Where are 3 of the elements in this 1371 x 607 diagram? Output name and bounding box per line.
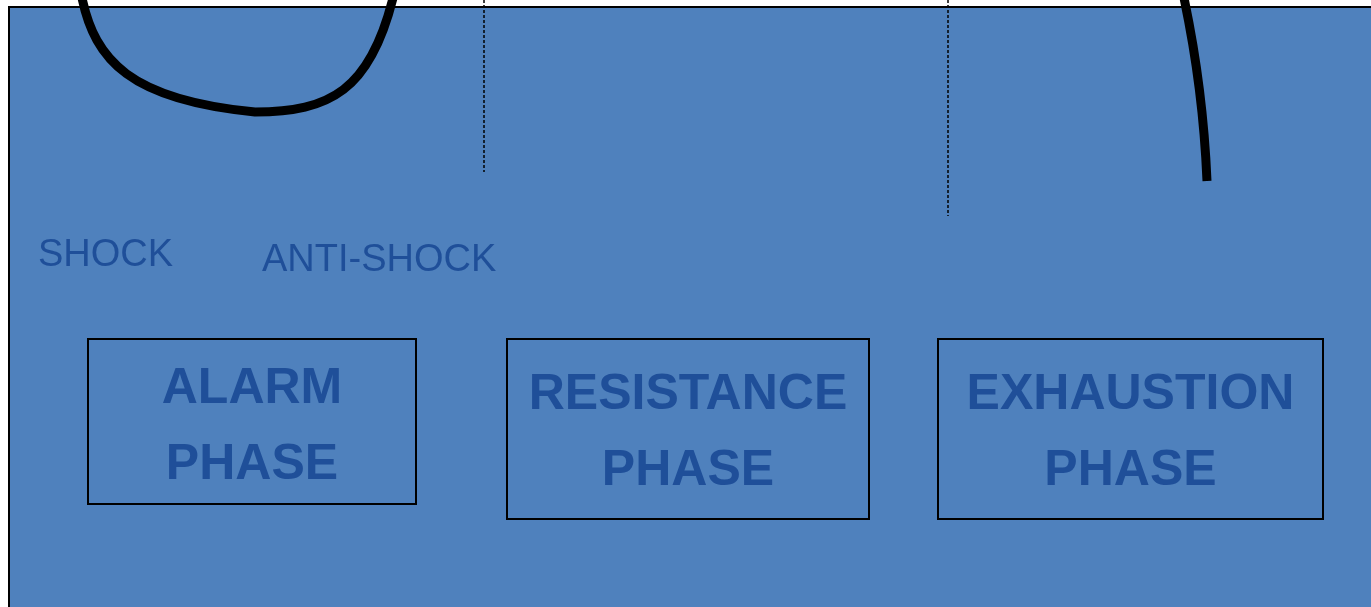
phase-box <box>937 338 1324 520</box>
phase-box <box>506 338 870 520</box>
phase-box <box>87 338 417 505</box>
